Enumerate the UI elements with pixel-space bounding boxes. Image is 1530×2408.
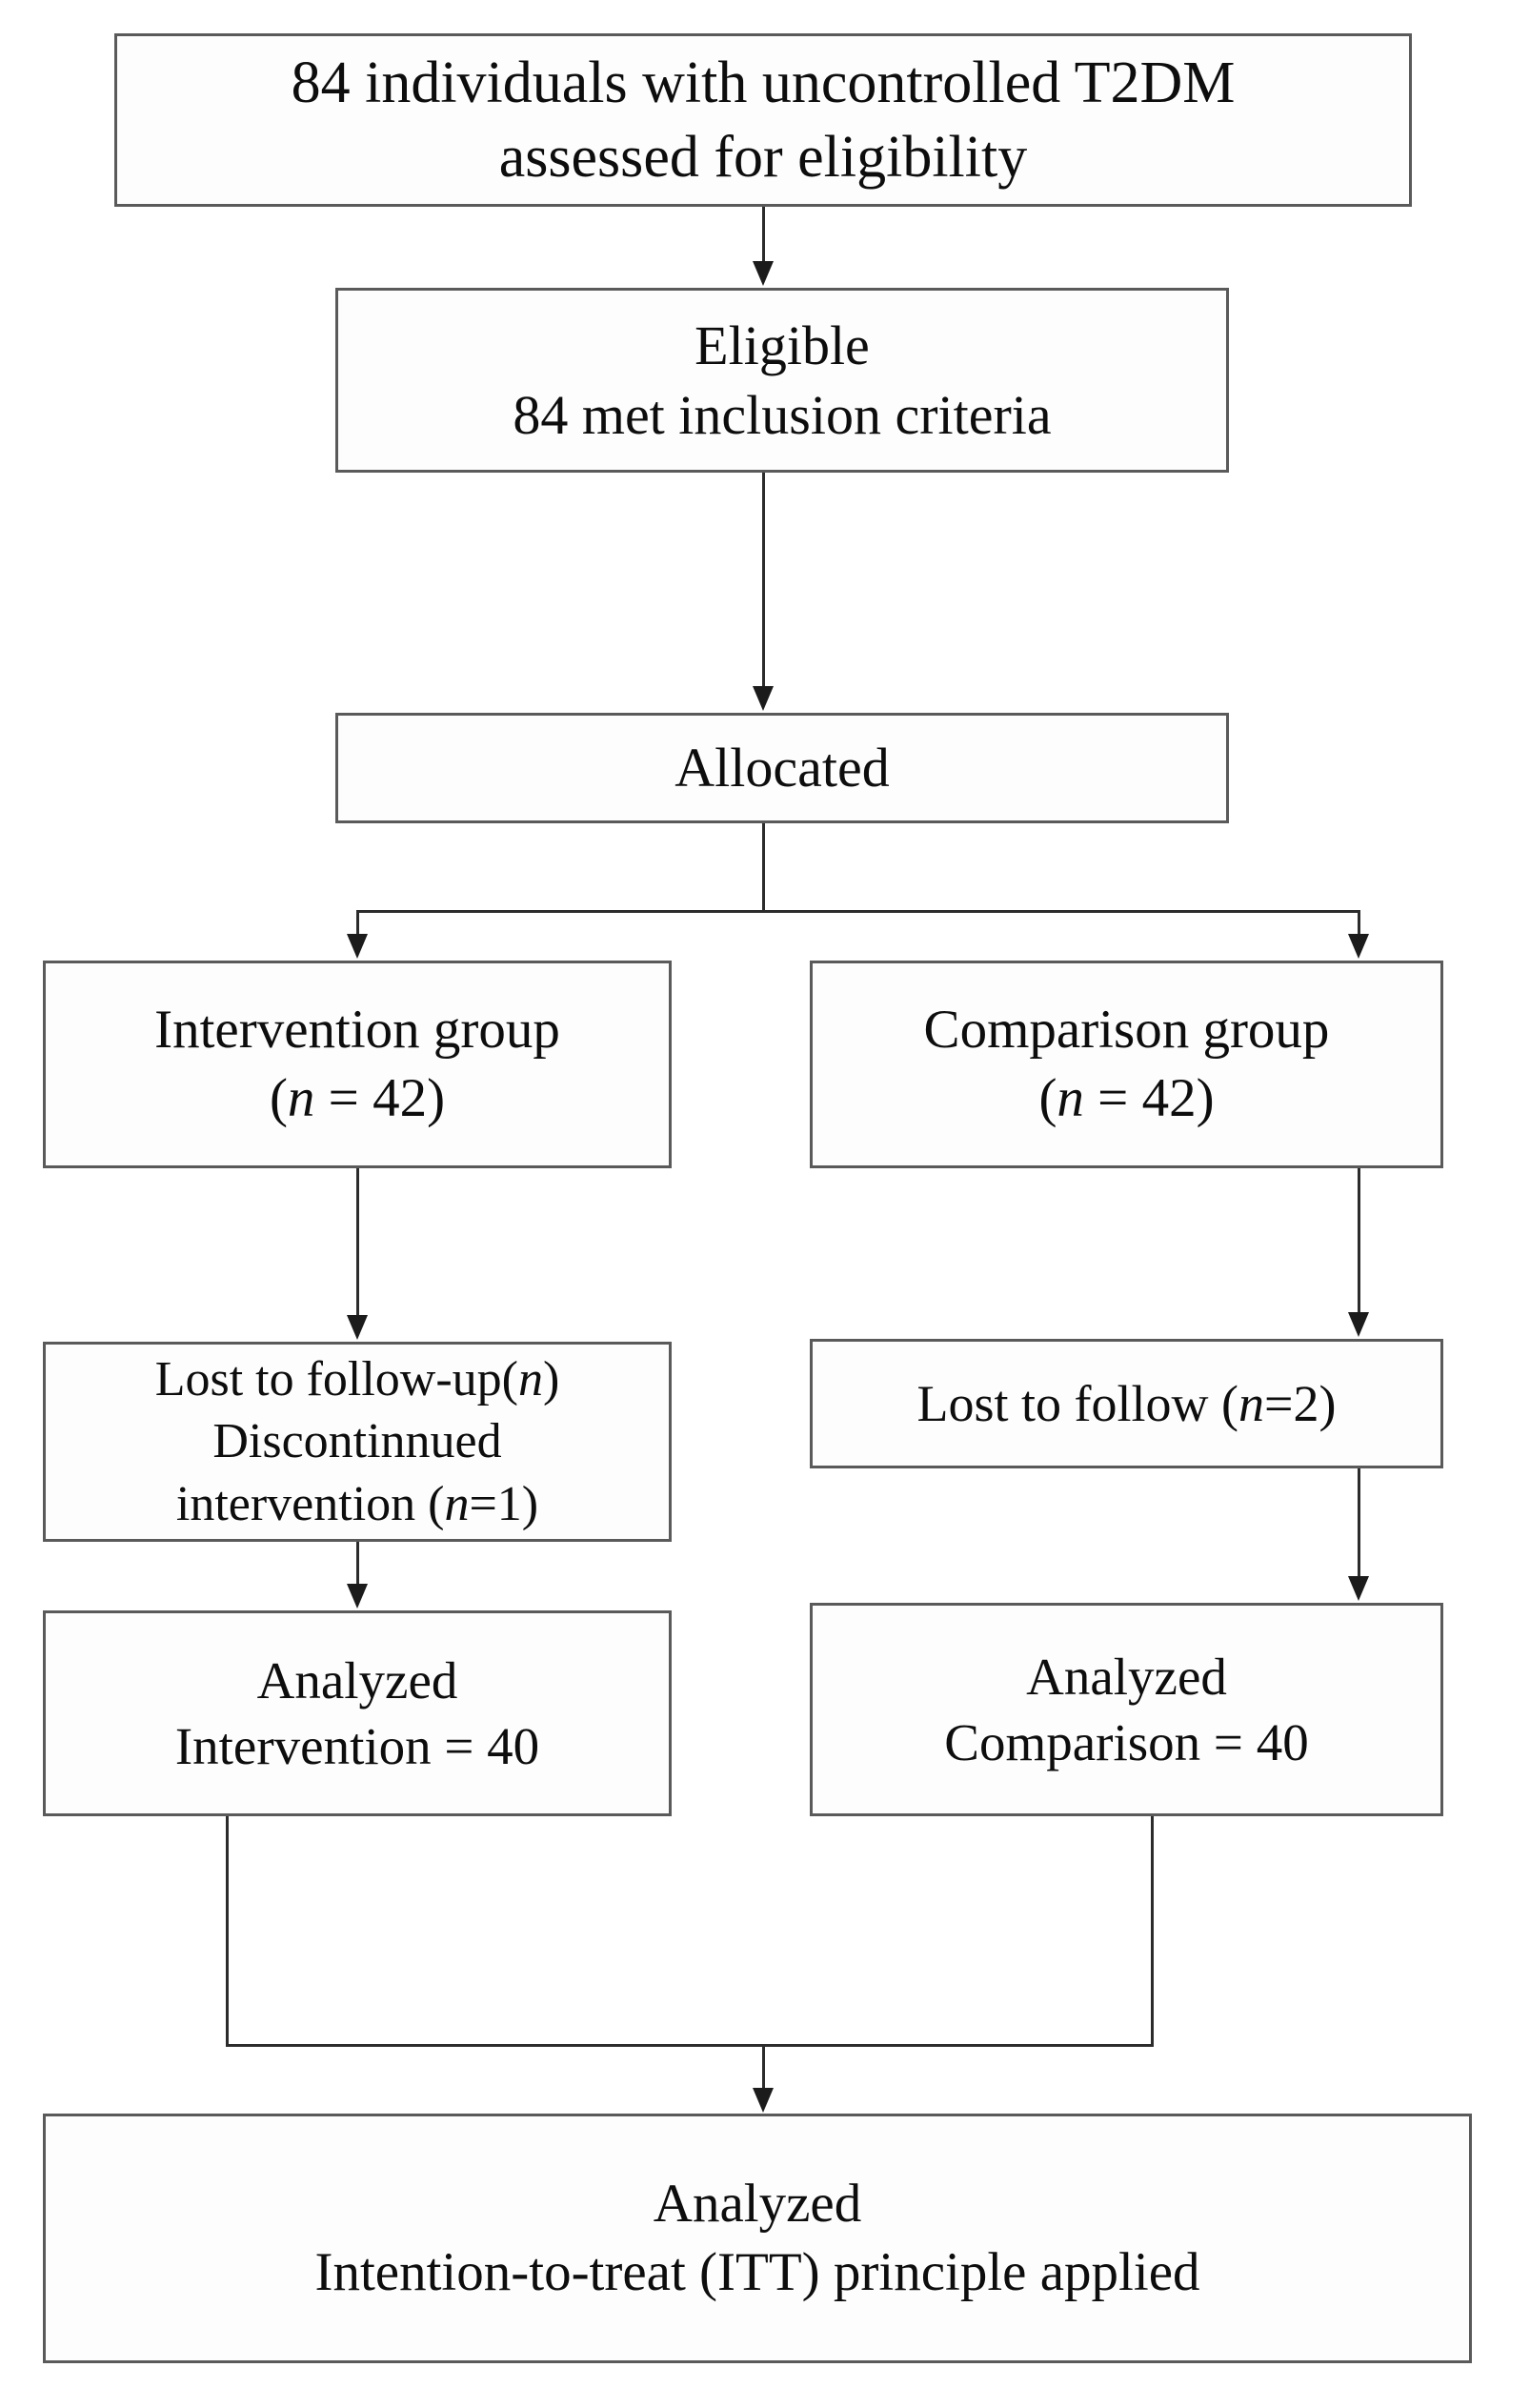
arrowhead-allocated-to-comparison [1348,934,1369,959]
node-allocated: Allocated [335,713,1229,823]
connector-allocated-to-comparison [1358,910,1360,937]
connector-merge-to-itt [762,2044,765,2090]
arrowhead-merge-to-itt [753,2088,774,2113]
node-intervention-analyzed-line-1: Analyzed [256,1650,458,1710]
arrowhead-screening-to-eligible [753,261,774,286]
node-comparison-analyzed: Analyzed Comparison = 40 [810,1603,1443,1816]
node-comparison-lost-lead: Lost to follow ( [916,1374,1239,1432]
arrowhead-intervention-lost-to-analyzed [347,1584,368,1609]
connector-comparison-group-to-lost [1358,1168,1360,1314]
node-intervention-lost: Lost to follow-up(n) Discontinnued inter… [43,1342,672,1542]
node-intervention-lost-paren-close-1: ) [542,1351,560,1406]
node-intervention-lost-discontinued-lead: intervention ( [175,1476,445,1531]
connector-comparison-analyzed-merge-leg [1151,1816,1154,2047]
connector-intervention-analyzed-merge-leg [226,1816,229,2047]
connector-comparison-lost-to-analyzed [1358,1468,1360,1578]
node-itt-line-1: Analyzed [653,2174,862,2235]
arrowhead-comparison-lost-to-analyzed [1348,1576,1369,1601]
node-comparison-group-line-1: Comparison group [923,1000,1330,1061]
node-comparison-lost-count: =2) [1264,1374,1337,1432]
node-intervention-lost-line-1: Lost to follow-up(n) [155,1348,560,1411]
node-screening-line-1: 84 individuals with uncontrolled T2DM [291,50,1236,115]
node-itt-line-2: Intention-to-treat (ITT) principle appli… [314,2242,1200,2302]
connector-screening-to-eligible [762,207,765,264]
arrowhead-eligible-to-allocated [753,686,774,711]
node-eligible: Eligible 84 met inclusion criteria [335,288,1229,473]
node-intervention-lost-count: =1) [469,1476,539,1531]
node-eligible-line-2: 84 met inclusion criteria [513,384,1052,446]
node-screening: 84 individuals with uncontrolled T2DM as… [114,33,1412,207]
connector-eligible-to-allocated [762,473,765,688]
node-comparison-group-paren-open: ( [1038,1068,1057,1128]
node-intervention-group-line-2: (n = 42) [270,1064,445,1133]
node-intervention-group-n-symbol: n [287,1068,315,1128]
node-allocated-line-1: Allocated [674,737,890,799]
node-intervention-lost-n-symbol-2: n [444,1476,470,1531]
node-comparison-lost: Lost to follow (n=2) [810,1339,1443,1468]
node-comparison-analyzed-line-2: Comparison = 40 [944,1713,1309,1771]
node-eligible-line-1: Eligible [695,314,870,376]
connector-allocated-to-intervention [356,910,359,937]
node-comparison-group: Comparison group (n = 42) [810,961,1443,1168]
node-intervention-group: Intervention group (n = 42) [43,961,672,1168]
node-intervention-group-count: = 42) [314,1068,446,1128]
arrowhead-allocated-to-intervention [347,934,368,959]
node-intervention-group-line-1: Intervention group [154,1000,560,1061]
node-intervention-group-paren-open: ( [269,1068,288,1128]
connector-allocated-split-bar [356,910,1360,913]
connector-allocated-trunk [762,823,765,912]
node-intervention-lost-line-2: Discontinnued [212,1414,502,1469]
connector-intervention-lost-to-analyzed [356,1542,359,1586]
node-intervention-analyzed: Analyzed Intervention = 40 [43,1610,672,1816]
node-intervention-lost-lead: Lost to follow-up( [154,1351,518,1406]
connector-intervention-group-to-lost [356,1168,359,1317]
connector-merge-bar [226,2044,1154,2047]
node-itt: Analyzed Intention-to-treat (ITT) princi… [43,2114,1472,2363]
node-intervention-analyzed-line-2: Intervention = 40 [174,1717,540,1775]
node-screening-line-2: assessed for eligibility [498,125,1028,190]
node-comparison-lost-n-symbol: n [1238,1374,1265,1432]
node-comparison-group-line-2: (n = 42) [1038,1064,1214,1133]
node-intervention-lost-n-symbol-1: n [517,1351,543,1406]
node-comparison-lost-line-1: Lost to follow (n=2) [917,1371,1337,1436]
node-comparison-analyzed-line-1: Analyzed [1026,1647,1227,1706]
node-comparison-group-n-symbol: n [1057,1068,1084,1128]
node-comparison-group-count: = 42) [1083,1068,1215,1128]
arrowhead-comparison-group-to-lost [1348,1312,1369,1337]
node-intervention-lost-line-3: intervention (n=1) [176,1473,538,1536]
arrowhead-intervention-group-to-lost [347,1315,368,1340]
